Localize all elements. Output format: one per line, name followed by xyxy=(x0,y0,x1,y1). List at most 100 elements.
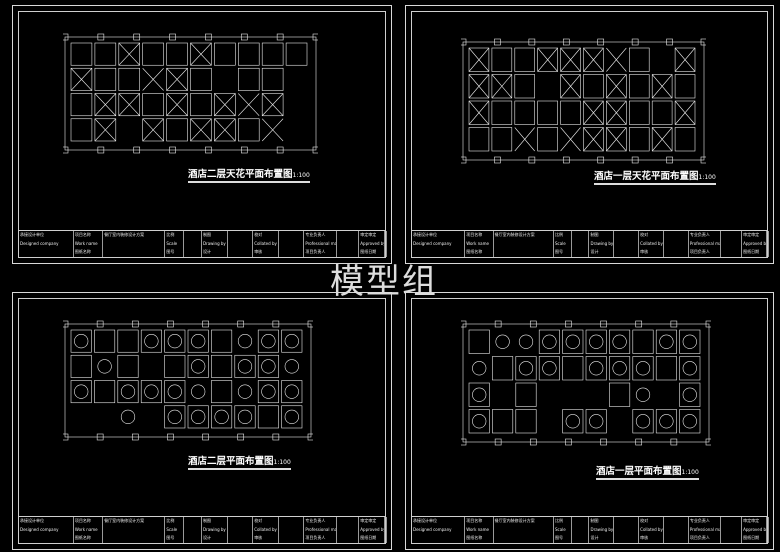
drawing-title-text: 酒店一层平面布置图 xyxy=(596,466,682,477)
title-block-cell: Approved by xyxy=(359,525,385,535)
title-block-cell xyxy=(19,534,74,543)
title-block-cell: 制图 xyxy=(589,517,615,526)
title-block-cell: 图纸名称 xyxy=(74,534,104,543)
title-block-cell: 餐厅室内装修设计方案 xyxy=(103,231,166,240)
title-block-cell: Designed company xyxy=(19,239,74,249)
title-block-cell: 图号 xyxy=(165,534,184,543)
title-block-cell xyxy=(572,525,590,535)
title-block-cell: Designed company xyxy=(412,239,466,249)
title-block-cell: 项目名称 xyxy=(465,231,494,240)
title-block-cell xyxy=(184,517,202,526)
ceiling-plan-drawing xyxy=(461,38,706,164)
title-block-cell: 专业负责人 xyxy=(689,231,721,240)
title-block-cell xyxy=(494,239,554,249)
title-block-cell xyxy=(279,517,305,526)
title-block-cell xyxy=(385,248,387,257)
title-block-cell: 审核 xyxy=(639,534,665,543)
title-block-cell xyxy=(494,525,554,535)
title-block-cell: 审定审定 xyxy=(359,231,385,240)
drawing-title: 酒店一层平面布置图1:100 xyxy=(596,463,699,480)
title-block-cell xyxy=(767,231,769,240)
title-block-cell xyxy=(385,534,387,543)
title-block-cell xyxy=(337,239,360,249)
title-block-cell: Drawing by xyxy=(202,525,228,535)
title-block-cell: 审定审定 xyxy=(359,517,385,526)
title-block-cell: 项目负责人 xyxy=(304,248,338,257)
title-block-cell: Drawing by xyxy=(202,239,228,249)
title-block-cell: Professional manager xyxy=(689,239,721,249)
title-block-cell: Approved by xyxy=(742,525,767,535)
title-block-cell xyxy=(103,239,166,249)
title-block-cell: 设计 xyxy=(202,248,228,257)
title-block-cell: 制图 xyxy=(589,231,615,240)
drawing-scale: 1:100 xyxy=(698,174,716,181)
title-block-cell xyxy=(103,525,166,535)
title-block-cell: Work name xyxy=(74,525,104,535)
title-block-cell xyxy=(664,248,689,257)
drawing-title-text: 酒店二层平面布置图 xyxy=(188,456,274,467)
title-block-cell: 项目负责人 xyxy=(689,534,721,543)
title-block-cell: Professional manager xyxy=(304,239,338,249)
title-block-cell xyxy=(614,248,640,257)
title-block-cell xyxy=(337,248,360,257)
title-block-cell: 审定审定 xyxy=(742,231,767,240)
title-block-cell xyxy=(721,517,743,526)
title-block-cell: 项目名称 xyxy=(465,517,494,526)
title-block-cell: 项目负责人 xyxy=(689,248,721,257)
title-block-cell xyxy=(103,534,166,543)
title-block-cell: 审核 xyxy=(253,248,279,257)
title-block-cell xyxy=(614,231,640,240)
title-block-cell: Collated by xyxy=(253,525,279,535)
title-block-cell: 餐厅室内装修设计方案 xyxy=(494,231,554,240)
title-block-cell: 图号 xyxy=(165,248,184,257)
title-block-cell: 图纸名称 xyxy=(74,248,104,257)
watermark: 模型组 xyxy=(330,262,438,302)
title-block-cell: 项目名称 xyxy=(74,231,104,240)
title-block-cell: 校对 xyxy=(639,231,665,240)
title-block-cell: 审核 xyxy=(253,534,279,543)
title-block-cell: 图号 xyxy=(554,248,572,257)
title-block-cell: 图纸日期 xyxy=(359,534,385,543)
title-block-cell xyxy=(494,534,554,543)
title-block-cell: 制图 xyxy=(202,231,228,240)
title-block-cell xyxy=(664,239,689,249)
title-block-cell xyxy=(228,525,254,535)
title-block-cell xyxy=(721,231,743,240)
title-block-cell: Work name xyxy=(74,239,104,249)
title-block-cell: 校对 xyxy=(639,517,665,526)
title-block-cell xyxy=(664,525,689,535)
drawing-scale: 1:100 xyxy=(273,459,291,466)
title-block-cell: Drawing by xyxy=(589,525,615,535)
title-block-cell: 比例 xyxy=(554,231,572,240)
title-block-cell: Drawing by xyxy=(589,239,615,249)
title-block-cell xyxy=(279,248,305,257)
drawing-title-text: 酒店一层天花平面布置图 xyxy=(594,171,699,182)
title-block-cell: 专业负责人 xyxy=(689,517,721,526)
title-block-cell xyxy=(664,534,689,543)
title-block-cell: Scale xyxy=(554,525,572,535)
title-block-cell: Designed company xyxy=(412,525,466,535)
title-block-cell: 设计 xyxy=(202,534,228,543)
title-block-cell xyxy=(103,248,166,257)
title-block-cell: 审核 xyxy=(639,248,665,257)
title-block-cell: Approved by xyxy=(742,239,767,249)
title-block-cell: 承接设计单位 xyxy=(412,517,466,526)
floor-plan-drawing xyxy=(63,320,313,441)
floor-plan-drawing xyxy=(461,320,711,446)
title-block-cell xyxy=(279,239,305,249)
title-block-cell xyxy=(184,248,202,257)
drawing-scale: 1:100 xyxy=(292,172,310,179)
title-block-cell: Work name xyxy=(465,525,494,535)
title-block-cell: 餐厅室内装修设计方案 xyxy=(494,517,554,526)
title-block-cell xyxy=(19,248,74,257)
title-block-cell xyxy=(412,248,466,257)
title-block-cell: 校对 xyxy=(253,517,279,526)
title-block-cell xyxy=(279,534,305,543)
